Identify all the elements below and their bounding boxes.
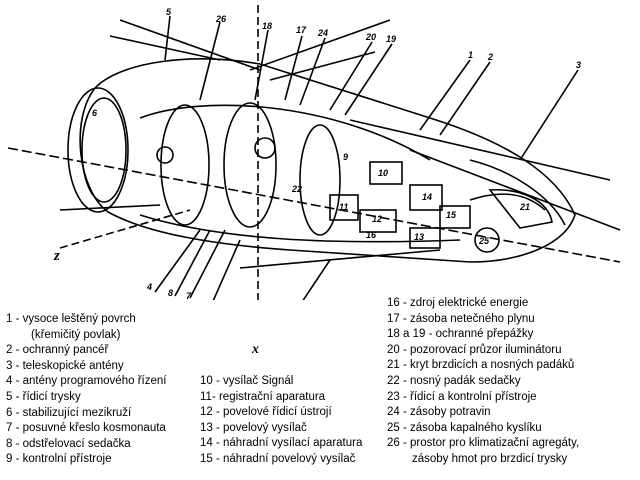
callout-4: 4 <box>146 282 152 292</box>
legend-item-13: 13 - povelový vysílač <box>200 421 307 434</box>
legend-item-10: 10 - vysílač Signál <box>200 375 294 387</box>
legend-item-1-cont: (křemičitý povlak) <box>31 328 121 341</box>
callout-14: 14 <box>422 192 432 202</box>
legend-item-26: 26 - prostor pro klimatizační agregáty, <box>387 437 580 450</box>
legend-item-23: 23 - řídicí a kontrolní přístroje <box>387 390 537 403</box>
callout-3: 3 <box>576 60 581 70</box>
callout-9: 9 <box>343 152 348 162</box>
spacecraft-cutaway-diagram: 5 26 18 17 24 20 19 1 2 3 6 9 10 14 15 2… <box>7 5 621 300</box>
callout-8: 8 <box>168 288 173 298</box>
legend-item-21: 21 - kryt brzdicích a nosných padáků <box>387 359 575 372</box>
legend-column-2: 10 - vysílač Signál 11- registrační apar… <box>200 374 362 468</box>
callout-2: 2 <box>487 52 493 62</box>
legend-item-16: 16 - zdroj elektrické energie <box>387 297 529 309</box>
legend-item-4: 4 - antény programového řízení <box>6 375 167 388</box>
callout-20: 20 <box>365 32 376 42</box>
legend-item-18-19: 18 a 19 - ochranné přepážky <box>387 328 534 341</box>
callout-16: 16 <box>366 230 377 240</box>
callout-17: 17 <box>296 25 307 35</box>
callout-15: 15 <box>446 210 457 220</box>
legend-item-1: 1 - vysoce leštěný povrch <box>6 313 136 325</box>
stabilizing-ring <box>67 87 129 213</box>
legend-item-5: 5 - řídicí trysky <box>6 390 81 403</box>
callout-6: 6 <box>92 108 98 118</box>
legend-column-1: 1 - vysoce leštěný povrch (křemičitý pov… <box>6 312 166 468</box>
legend-item-2: 2 - ochranný pancéř <box>6 344 109 357</box>
legend-item-14: 14 - náhradní vysílací aparatura <box>200 437 363 450</box>
legend-item-20: 20 - pozorovací průzor iluminátoru <box>387 343 562 356</box>
callout-1: 1 <box>468 50 473 60</box>
callout-26: 26 <box>215 14 227 24</box>
legend-item-8: 8 - odstřelovací sedačka <box>6 437 131 450</box>
legend-item-26-cont: zásoby hmot pro brzdicí trysky <box>412 452 568 465</box>
legend-item-22: 22 - nosný padák sedačky <box>387 374 521 387</box>
legend-item-12: 12 - povelové řídicí ústrojí <box>200 406 332 419</box>
callout-13: 13 <box>414 232 424 242</box>
callout-10: 10 <box>378 168 388 178</box>
callout-18: 18 <box>262 21 272 31</box>
legend-item-25: 25 - zásoba kapalného kyslíku <box>387 421 542 434</box>
legend-item-7: 7 - posuvné křeslo kosmonauta <box>6 422 166 435</box>
legend-item-6: 6 - stabilizující mezikruží <box>6 406 132 419</box>
callout-21: 21 <box>519 202 530 212</box>
callout-12: 12 <box>372 214 382 224</box>
legend-item-3: 3 - teleskopické antény <box>6 359 124 372</box>
callout-22: 22 <box>291 184 302 194</box>
legend-item-24: 24 - zásoby potravin <box>387 406 491 419</box>
legend-item-15: 15 - náhradní povelový vysílač <box>200 452 356 465</box>
legend-item-17: 17 - zásoba netečného plynu <box>387 312 535 325</box>
axis-label-x: x <box>252 342 259 357</box>
legend-item-9: 9 - kontrolní přístroje <box>6 453 112 466</box>
nose-cone <box>469 159 566 226</box>
callout-25: 25 <box>478 236 490 246</box>
legend-column-3: 16 - zdroj elektrické energie 17 - zásob… <box>387 296 579 468</box>
callout-11: 11 <box>339 202 348 212</box>
callout-24: 24 <box>317 28 328 38</box>
legend-item-11: 11- registrační aparatura <box>200 390 326 403</box>
callout-7: 7 <box>186 291 192 300</box>
callout-5: 5 <box>166 7 172 17</box>
axis-label-z: z <box>53 248 60 264</box>
callout-19: 19 <box>386 34 396 44</box>
z-axis-line <box>7 147 621 263</box>
